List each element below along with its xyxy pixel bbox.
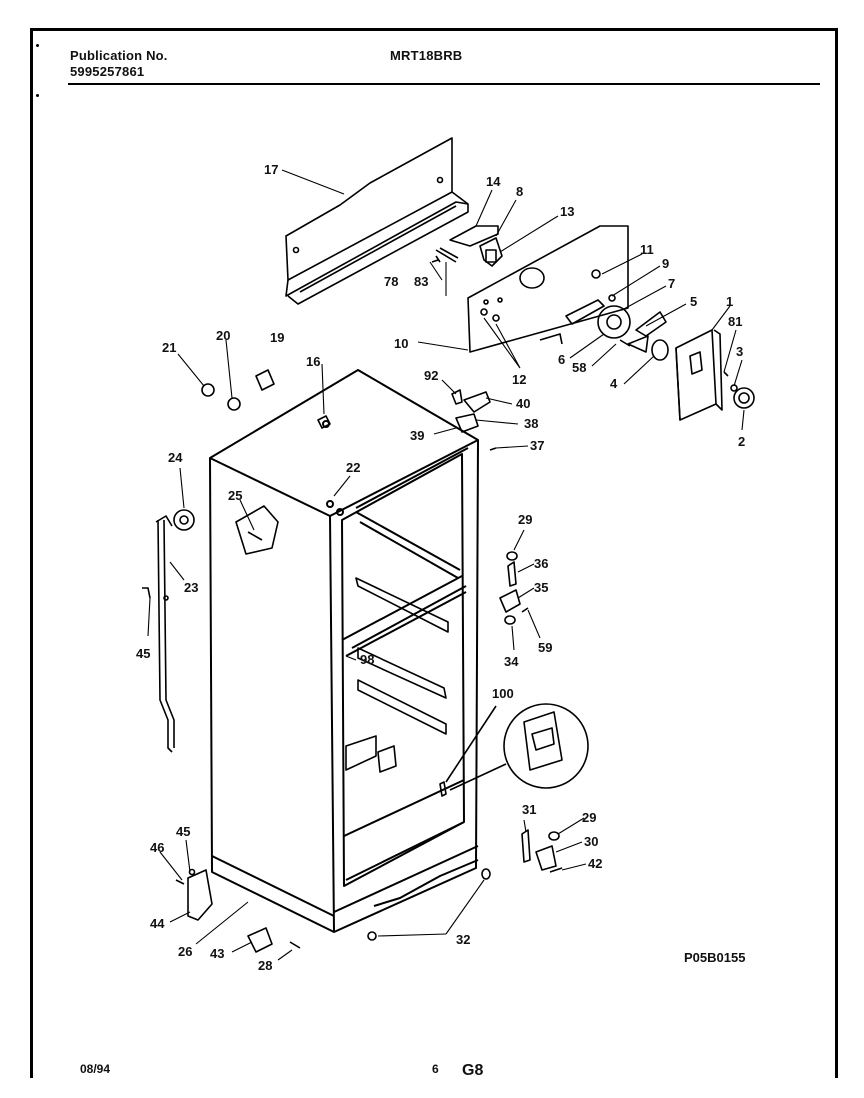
callout-29: 29 [582,810,596,825]
part-25-screw [247,531,263,541]
callout-81: 81 [728,314,742,329]
roller-32b [367,931,377,941]
callout-35: 35 [534,580,548,595]
callout-16: 16 [306,354,320,369]
callout-30: 30 [584,834,598,849]
callout-17: 17 [264,162,278,177]
center-hinge-parts [499,551,529,625]
part-19 [255,369,275,391]
callout-7: 7 [668,276,675,291]
bottom-hinge-parts [521,829,563,873]
shelf-rails [345,577,449,773]
footer-date: 08/94 [80,1062,111,1076]
header-rule [68,83,820,85]
scan-speck [36,94,39,97]
callout-46: 46 [150,840,164,855]
callout-100: 100 [492,686,514,701]
callout-20: 20 [216,328,230,343]
callout-25: 25 [228,488,242,503]
leader-lines [147,169,745,961]
callout-13: 13 [560,204,574,219]
evaporator-cover [467,225,629,353]
callout-83: 83 [414,274,428,289]
callout-28: 28 [258,958,272,973]
part-16 [317,415,331,429]
callout-26: 26 [178,944,192,959]
callout-39: 39 [410,428,424,443]
callout-4: 4 [610,376,618,391]
callout-2: 2 [738,434,745,449]
top-trim-panel [285,137,469,305]
publication-label: Publication No. [70,48,168,63]
part-25-bracket [235,505,279,555]
part-20 [227,397,241,411]
callout-11: 11 [640,242,654,257]
callout-31: 31 [522,802,536,817]
callout-36: 36 [534,556,548,571]
control-housing [675,329,755,421]
callout-59: 59 [538,640,552,655]
callout-42: 42 [588,856,602,871]
top-hinge-assembly [451,389,497,451]
screw-78 [431,255,441,263]
section-code: G8 [462,1062,484,1079]
callout-32: 32 [456,932,470,947]
callout-19: 19 [270,330,284,345]
callout-43: 43 [210,946,224,961]
refrigerator-cabinet [209,369,479,933]
lower-left-hinge [175,868,213,921]
callout-5: 5 [690,294,697,309]
callout-3: 3 [736,344,743,359]
callout-98: 98 [360,652,374,667]
diagram-code: P05B0155 [684,950,746,965]
model-number: MRT18BRB [390,48,463,63]
callout-12: 12 [512,372,526,387]
part-21 [201,383,215,397]
screw-28 [289,941,301,949]
detail-inset [439,703,589,797]
roller-32a [481,868,491,880]
page-frame [30,28,838,1078]
callout-10: 10 [394,336,408,351]
publication-number: 5995257861 [70,64,145,79]
fan-motor-assembly [565,294,669,361]
callout-29: 29 [518,512,532,527]
callout-6: 6 [558,352,565,367]
callout-22: 22 [346,460,360,475]
callout-38: 38 [524,416,538,431]
callout-45: 45 [136,646,150,661]
scan-speck [36,44,39,47]
callout-1: 1 [726,294,733,309]
door-handle-rod [142,509,195,753]
callout-24: 24 [168,450,183,465]
callout-23: 23 [184,580,198,595]
leveling-bracket-43 [247,927,273,953]
callout-92: 92 [424,368,438,383]
callout-34: 34 [504,654,519,669]
callout-21: 21 [162,340,176,355]
callout-78: 78 [384,274,398,289]
callout-37: 37 [530,438,544,453]
callout-58: 58 [572,360,586,375]
page-number: 6 [432,1062,439,1076]
callout-44: 44 [150,916,165,931]
light-socket-bracket [449,225,503,267]
callout-40: 40 [516,396,530,411]
callout-8: 8 [516,184,523,199]
callout-14: 14 [486,174,501,189]
spring-83 [435,247,459,263]
callout-9: 9 [662,256,669,271]
callout-45: 45 [176,824,190,839]
